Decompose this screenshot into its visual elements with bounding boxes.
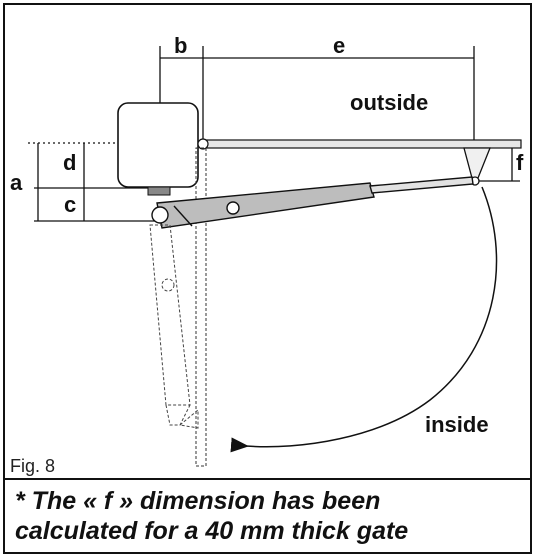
swing-arc-arrow	[230, 186, 498, 453]
note-box: * The « f » dimension has been calculate…	[3, 480, 532, 554]
label-b: b	[174, 33, 187, 58]
label-e: e	[333, 33, 345, 58]
label-outside: outside	[350, 90, 428, 115]
label-a: a	[10, 170, 23, 195]
gate-leaf-closed	[197, 138, 522, 150]
figure-frame	[3, 3, 532, 480]
label-c: c	[64, 192, 76, 217]
label-f: f	[516, 150, 524, 175]
note-line-2: calculated for a 40 mm thick gate	[15, 517, 409, 545]
motor-housing	[117, 102, 199, 188]
note-line-1: * The « f » dimension has been	[15, 487, 381, 515]
actuator-arm-open	[149, 224, 199, 429]
gate-leaf-open	[195, 147, 207, 467]
note-text: * The « f » dimension has been calculate…	[15, 486, 522, 546]
figure-caption: Fig. 8	[10, 456, 55, 476]
actuator-arm-closed	[151, 176, 474, 229]
label-inside: inside	[425, 412, 489, 437]
label-d: d	[63, 150, 76, 175]
motor-base	[147, 186, 171, 196]
